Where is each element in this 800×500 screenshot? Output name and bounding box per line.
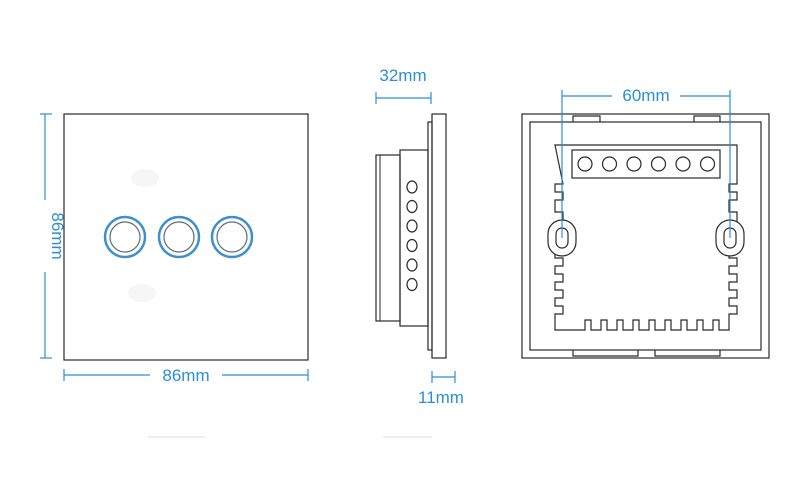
touch-area-top	[131, 169, 159, 187]
touch-button-2[interactable]	[157, 215, 201, 259]
back-frame-outer	[521, 113, 770, 359]
back-view: 60mm	[521, 86, 770, 359]
side-depth-dimension: 32mm	[375, 66, 432, 104]
back-terminal	[626, 156, 642, 172]
side-panel-label: 11mm	[418, 388, 464, 407]
back-terminal	[675, 156, 691, 172]
front-height-label: 86mm	[48, 212, 67, 259]
front-height-dimension: 86mm	[40, 113, 67, 359]
front-width-label: 86mm	[162, 366, 209, 385]
side-panel-dimension: 11mm	[418, 371, 464, 407]
side-terminals	[406, 180, 418, 292]
back-terminal	[601, 156, 618, 172]
back-frame-inner	[529, 121, 762, 351]
front-width-dimension: 86mm	[63, 366, 309, 385]
side-housing	[399, 149, 429, 327]
back-terminal	[650, 156, 667, 172]
side-glass-panel	[431, 113, 447, 359]
touch-button-1[interactable]	[103, 215, 147, 259]
side-view: 32mm 11mm	[375, 66, 464, 407]
side-terminal	[406, 277, 418, 292]
back-mounting-label: 60mm	[622, 86, 669, 105]
side-terminal	[406, 180, 418, 194]
back-terminal	[577, 156, 593, 172]
back-module	[554, 144, 738, 331]
side-terminal	[406, 199, 418, 214]
back-terminal	[699, 156, 716, 172]
front-view: 86mm 86mm	[40, 113, 309, 385]
side-depth-label: 32mm	[379, 66, 426, 85]
side-terminal	[406, 238, 418, 253]
side-terminal	[406, 258, 418, 272]
touch-area-bottom	[128, 284, 156, 302]
side-terminal	[406, 219, 418, 233]
touch-button-3[interactable]	[210, 215, 254, 259]
back-mounting-dimension: 60mm	[561, 86, 731, 238]
back-terminals	[577, 156, 716, 172]
